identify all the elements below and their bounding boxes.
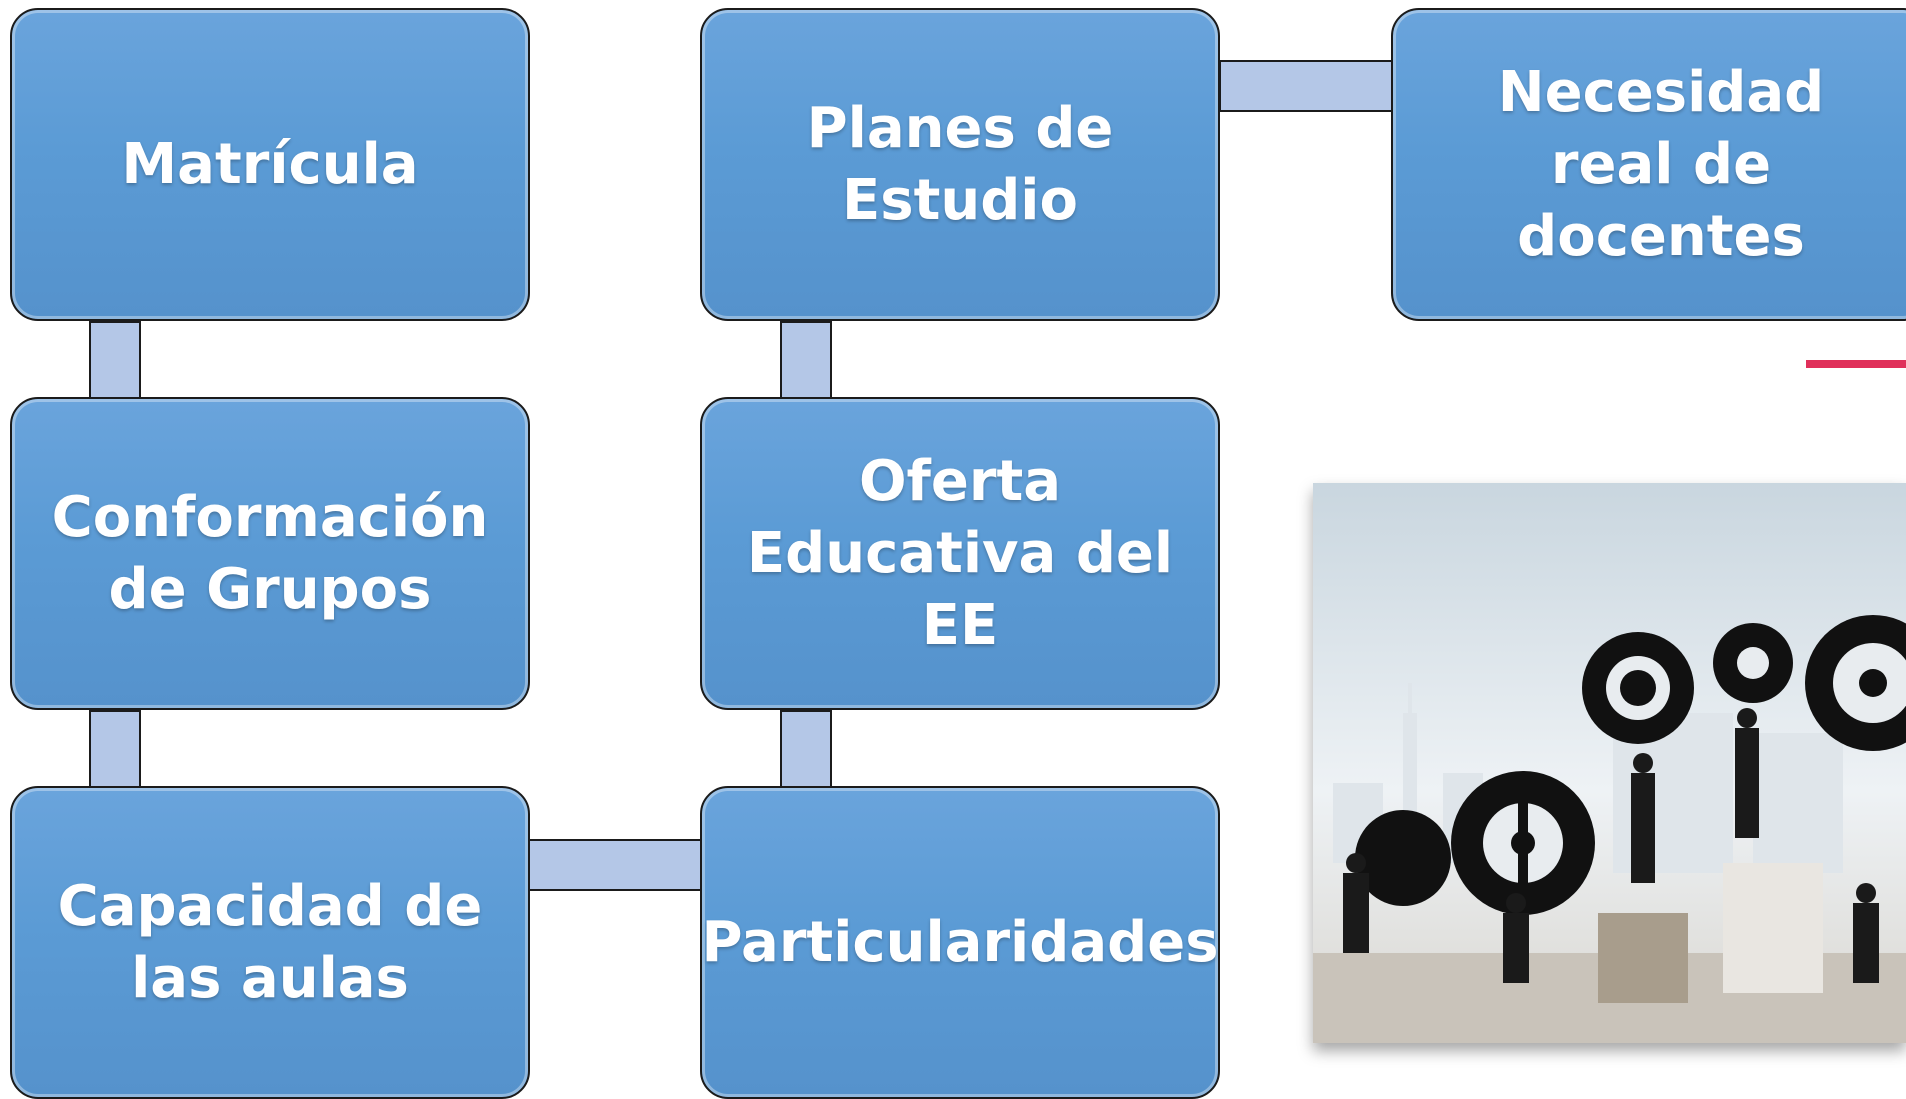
- connector-planes-necesidad: [1219, 60, 1393, 112]
- box-necesidad-label: Necesidad real de docentes: [1497, 59, 1825, 269]
- gears-illustration: [1313, 483, 1906, 1043]
- stone-block: [1598, 913, 1688, 1003]
- box-capacidad-de-las-aulas: Capacidad de las aulas: [10, 786, 530, 1099]
- gear-icon-1: [1355, 810, 1451, 906]
- people-silhouettes: [1343, 708, 1879, 983]
- box-conformacion-label: Conformación de Grupos: [51, 484, 489, 622]
- box-particularidades: Particularidades: [700, 786, 1220, 1099]
- gears-teamwork-image: [1313, 483, 1906, 1043]
- box-planes-de-estudio: Planes de Estudio: [700, 8, 1220, 321]
- connector-matricula-conformacion: [89, 321, 141, 399]
- accent-line: [1806, 360, 1906, 368]
- box-necesidad-real: Necesidad real de docentes: [1391, 8, 1906, 321]
- gear-icon-4: [1713, 623, 1793, 703]
- box-particularidades-label: Particularidades: [701, 909, 1219, 975]
- box-oferta-educativa: Oferta Educativa del EE: [700, 397, 1220, 710]
- box-capacidad-label: Capacidad de las aulas: [57, 873, 483, 1011]
- box-oferta-label: Oferta Educativa del EE: [746, 448, 1174, 658]
- gear-icon-5: [1805, 615, 1906, 751]
- gear-icon-2: [1451, 771, 1595, 915]
- box-matricula: Matrícula: [10, 8, 530, 321]
- connector-planes-oferta: [780, 321, 832, 399]
- white-block: [1723, 863, 1823, 993]
- gear-icon-3: [1582, 632, 1694, 744]
- connector-conformacion-capacidad: [89, 710, 141, 788]
- box-matricula-label: Matrícula: [121, 131, 419, 197]
- box-planes-label: Planes de Estudio: [806, 95, 1114, 233]
- box-conformacion-de-grupos: Conformación de Grupos: [10, 397, 530, 710]
- connector-oferta-particularidades: [780, 710, 832, 788]
- connector-capacidad-particularidades: [528, 839, 702, 891]
